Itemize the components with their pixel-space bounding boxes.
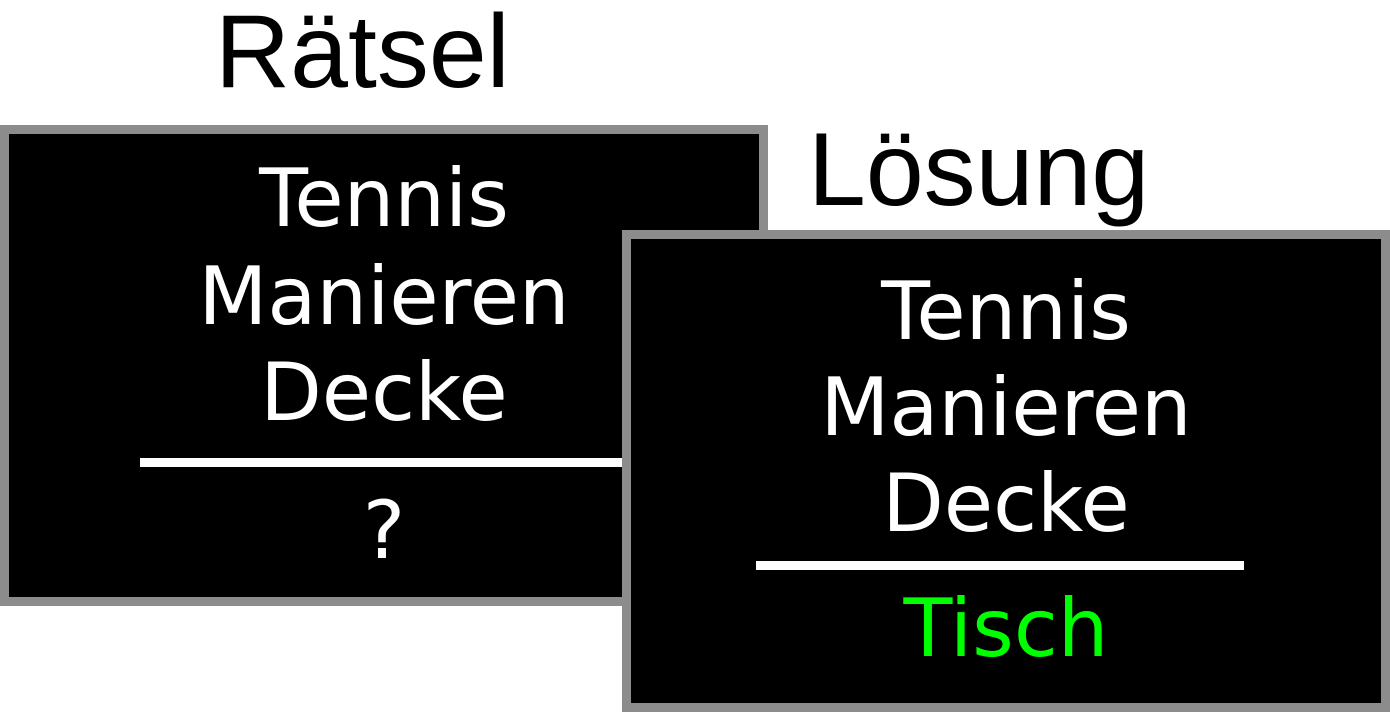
puzzle-title: Rätsel [215,0,510,110]
solution-word-3: Decke [882,457,1130,550]
puzzle-word-3: Decke [260,346,508,439]
puzzle-divider [140,458,640,467]
solution-card: Tennis Manieren Decke Tisch [622,230,1390,712]
solution-divider [756,561,1244,570]
puzzle-answer: ? [362,484,406,577]
puzzle-word-1: Tennis [259,152,509,245]
solution-word-2: Manieren [820,361,1192,454]
puzzle-word-2: Manieren [198,250,570,343]
solution-word-1: Tennis [881,265,1131,358]
solution-title: Lösung [808,112,1150,228]
solution-answer: Tisch [903,582,1109,675]
